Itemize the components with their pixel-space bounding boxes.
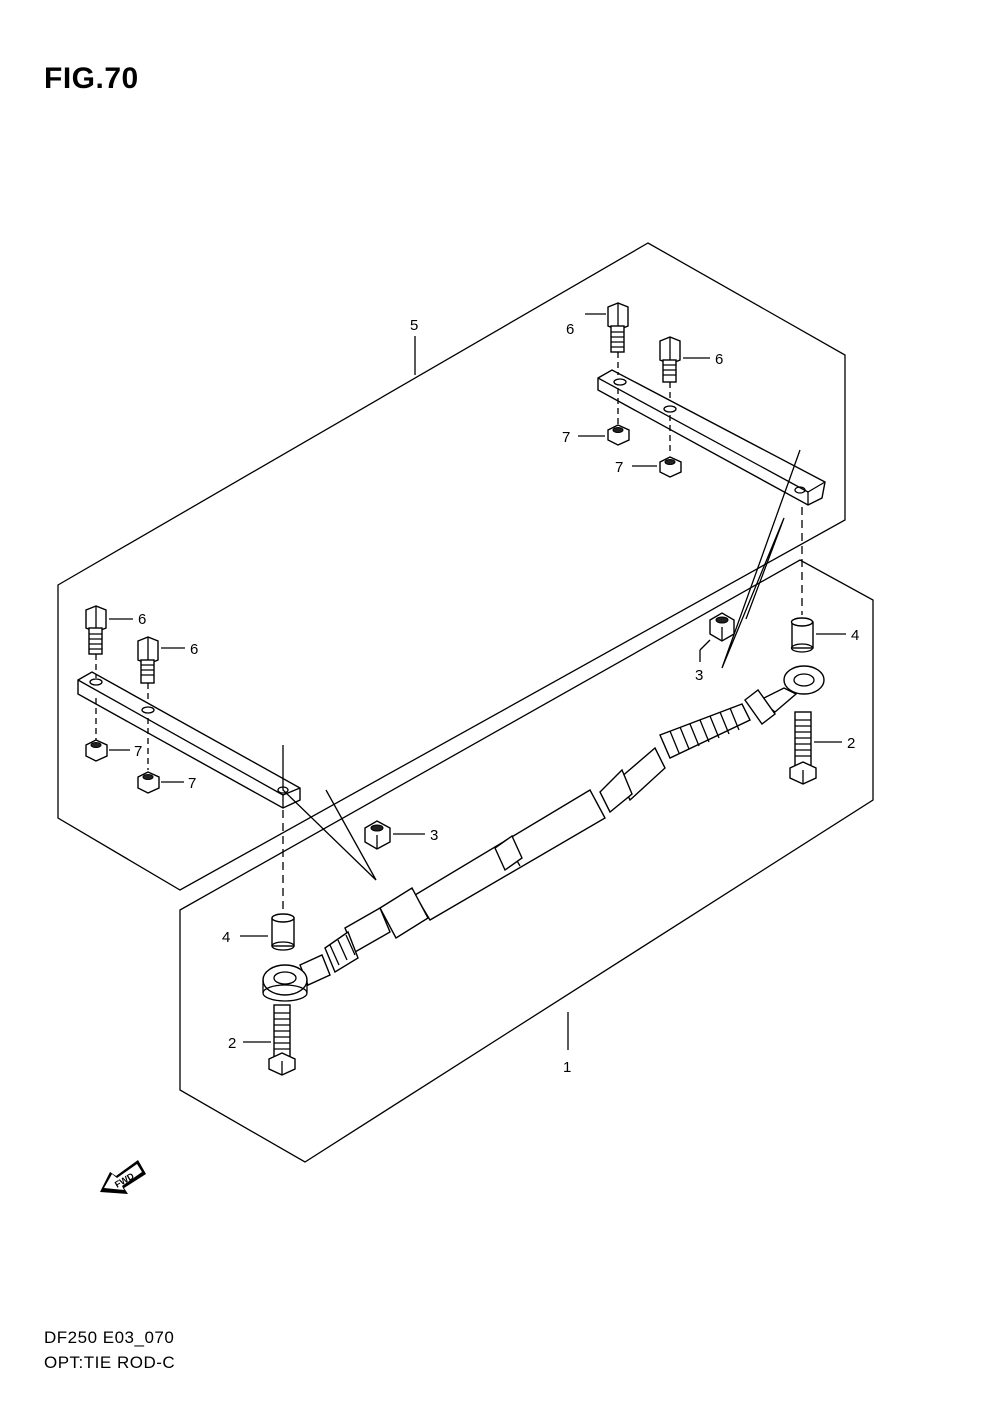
callout-6-left-a: 6 [138,611,146,628]
callout-7-left-a: 7 [134,743,142,760]
callout-2-right: 2 [847,735,855,752]
bolt-2-right [789,711,817,785]
nut-3-right [709,612,735,642]
nut-7-left-a [85,739,108,762]
bolt-6-left-b [137,636,159,684]
bracket-right [597,369,826,506]
footer-description: OPT:TIE ROD-C [44,1353,176,1372]
bolt-2-left [268,1004,296,1076]
callout-6-right-b: 6 [715,351,723,368]
callout-4-left: 4 [222,929,230,946]
bolt-6-left-a [85,605,107,655]
spacer-4-right [790,617,814,653]
figure-title: FIG.70 [44,62,139,95]
bolt-6-right-b [659,336,681,383]
tie-rod [262,665,825,1002]
callout-2-left: 2 [228,1035,236,1052]
nut-7-right-a [607,424,630,446]
bolt-6-right-a [607,302,629,353]
group-box-1 [179,559,874,1163]
callout-6-right-a: 6 [566,321,574,338]
nut-7-right-b [659,456,682,478]
callout-6-left-b: 6 [190,641,198,658]
callout-1: 1 [563,1059,571,1076]
nut-3-left [364,820,391,850]
callout-7-right-b: 7 [615,459,623,476]
callout-7-right-a: 7 [562,429,570,446]
bracket-left [77,671,301,809]
callout-4-right: 4 [851,627,859,644]
callout-7-left-b: 7 [188,775,196,792]
callout-3-right: 3 [695,667,703,684]
callout-3-left: 3 [430,827,438,844]
callout-5: 5 [410,317,418,334]
footer-model-code: DF250 E03_070 [44,1328,175,1347]
group-box-5 [57,242,846,891]
nut-7-left-b [137,771,160,794]
spacer-4-left [271,913,295,951]
fwd-arrow-icon: FWD [100,1160,146,1194]
